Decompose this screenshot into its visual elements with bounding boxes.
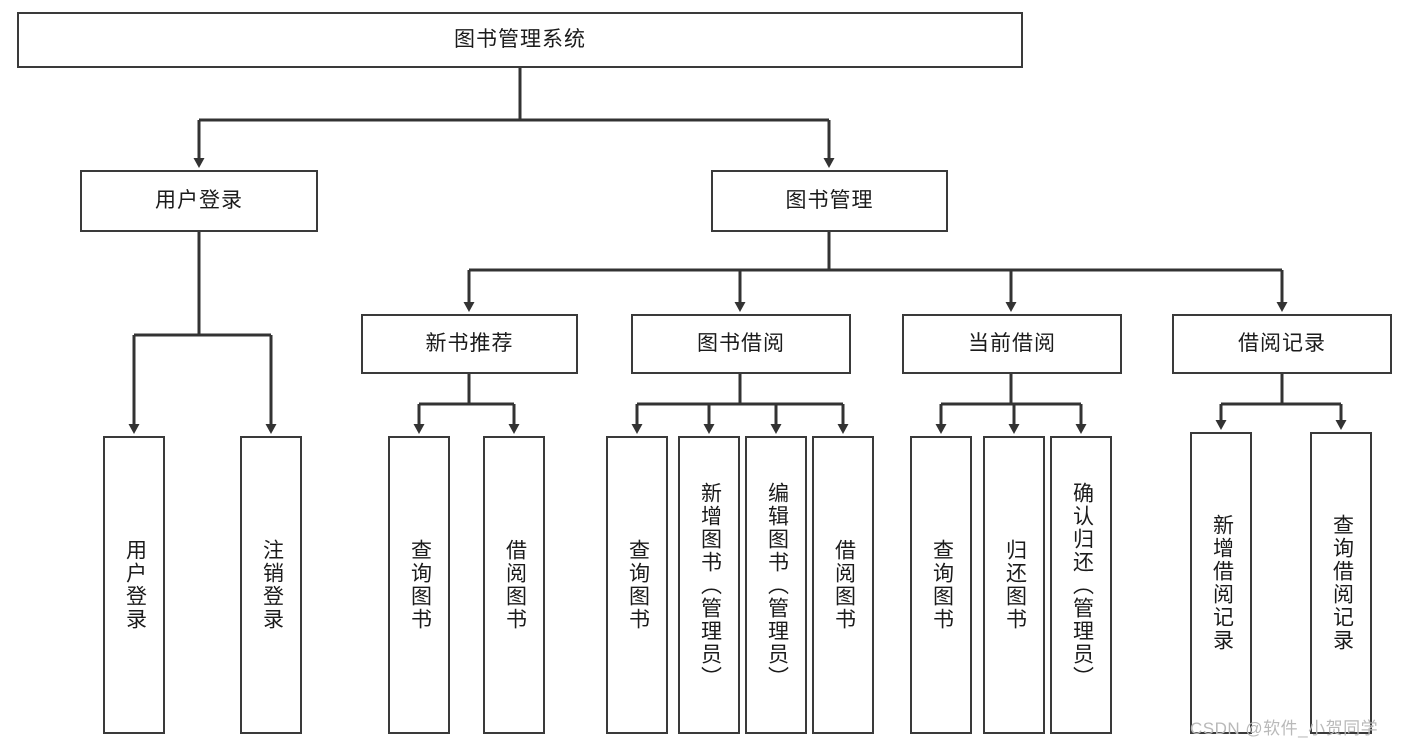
node-leaf-query-book-current-label: 查询图书 xyxy=(930,539,954,631)
node-leaf-query-book-borrow[interactable]: 查询图书 xyxy=(606,436,668,734)
node-leaf-user-login-label: 用户登录 xyxy=(123,539,147,631)
node-book-borrow-label: 图书借阅 xyxy=(697,332,785,356)
node-leaf-user-login[interactable]: 用户登录 xyxy=(103,436,165,734)
node-root-label: 图书管理系统 xyxy=(454,28,586,52)
node-leaf-add-book-admin[interactable]: 新增图书（管理员） xyxy=(678,436,740,734)
node-leaf-add-borrow-record[interactable]: 新增借阅记录 xyxy=(1190,432,1252,734)
node-borrow-record-label: 借阅记录 xyxy=(1238,332,1326,356)
node-leaf-borrow-book-rec-label: 借阅图书 xyxy=(503,539,527,631)
node-leaf-logout[interactable]: 注销登录 xyxy=(240,436,302,734)
node-leaf-query-book-borrow-label: 查询图书 xyxy=(626,539,650,631)
node-book-borrow[interactable]: 图书借阅 xyxy=(631,314,851,374)
node-borrow-record[interactable]: 借阅记录 xyxy=(1172,314,1392,374)
node-new-book-recommend[interactable]: 新书推荐 xyxy=(361,314,578,374)
node-book-manage[interactable]: 图书管理 xyxy=(711,170,948,232)
node-leaf-query-book-current[interactable]: 查询图书 xyxy=(910,436,972,734)
node-new-book-recommend-label: 新书推荐 xyxy=(425,332,514,356)
node-leaf-query-book-rec-label: 查询图书 xyxy=(408,539,432,631)
node-leaf-edit-book-admin-label: 编辑图书（管理员） xyxy=(765,481,789,689)
node-leaf-query-book-rec[interactable]: 查询图书 xyxy=(388,436,450,734)
node-leaf-borrow-book-rec[interactable]: 借阅图书 xyxy=(483,436,545,734)
node-leaf-logout-label: 注销登录 xyxy=(260,539,284,631)
node-leaf-return-book-label: 归还图书 xyxy=(1003,539,1027,631)
node-leaf-confirm-return-admin[interactable]: 确认归还（管理员） xyxy=(1050,436,1112,734)
node-leaf-return-book[interactable]: 归还图书 xyxy=(983,436,1045,734)
node-leaf-borrow-book[interactable]: 借阅图书 xyxy=(812,436,874,734)
node-leaf-add-borrow-record-label: 新增借阅记录 xyxy=(1210,514,1234,652)
node-leaf-confirm-return-admin-label: 确认归还（管理员） xyxy=(1070,481,1094,689)
node-current-borrow[interactable]: 当前借阅 xyxy=(902,314,1122,374)
node-book-manage-label: 图书管理 xyxy=(785,189,874,213)
node-leaf-add-book-admin-label: 新增图书（管理员） xyxy=(698,481,722,689)
node-current-borrow-label: 当前借阅 xyxy=(968,332,1056,356)
node-leaf-edit-book-admin[interactable]: 编辑图书（管理员） xyxy=(745,436,807,734)
node-leaf-borrow-book-label: 借阅图书 xyxy=(832,539,856,631)
node-leaf-query-borrow-record[interactable]: 查询借阅记录 xyxy=(1310,432,1372,734)
node-leaf-query-borrow-record-label: 查询借阅记录 xyxy=(1330,514,1354,652)
csdn-watermark: CSDN @软件_小贺同学 xyxy=(1190,719,1379,738)
node-root[interactable]: 图书管理系统 xyxy=(17,12,1023,68)
node-user-login[interactable]: 用户登录 xyxy=(80,170,318,232)
node-user-login-label: 用户登录 xyxy=(155,189,243,213)
